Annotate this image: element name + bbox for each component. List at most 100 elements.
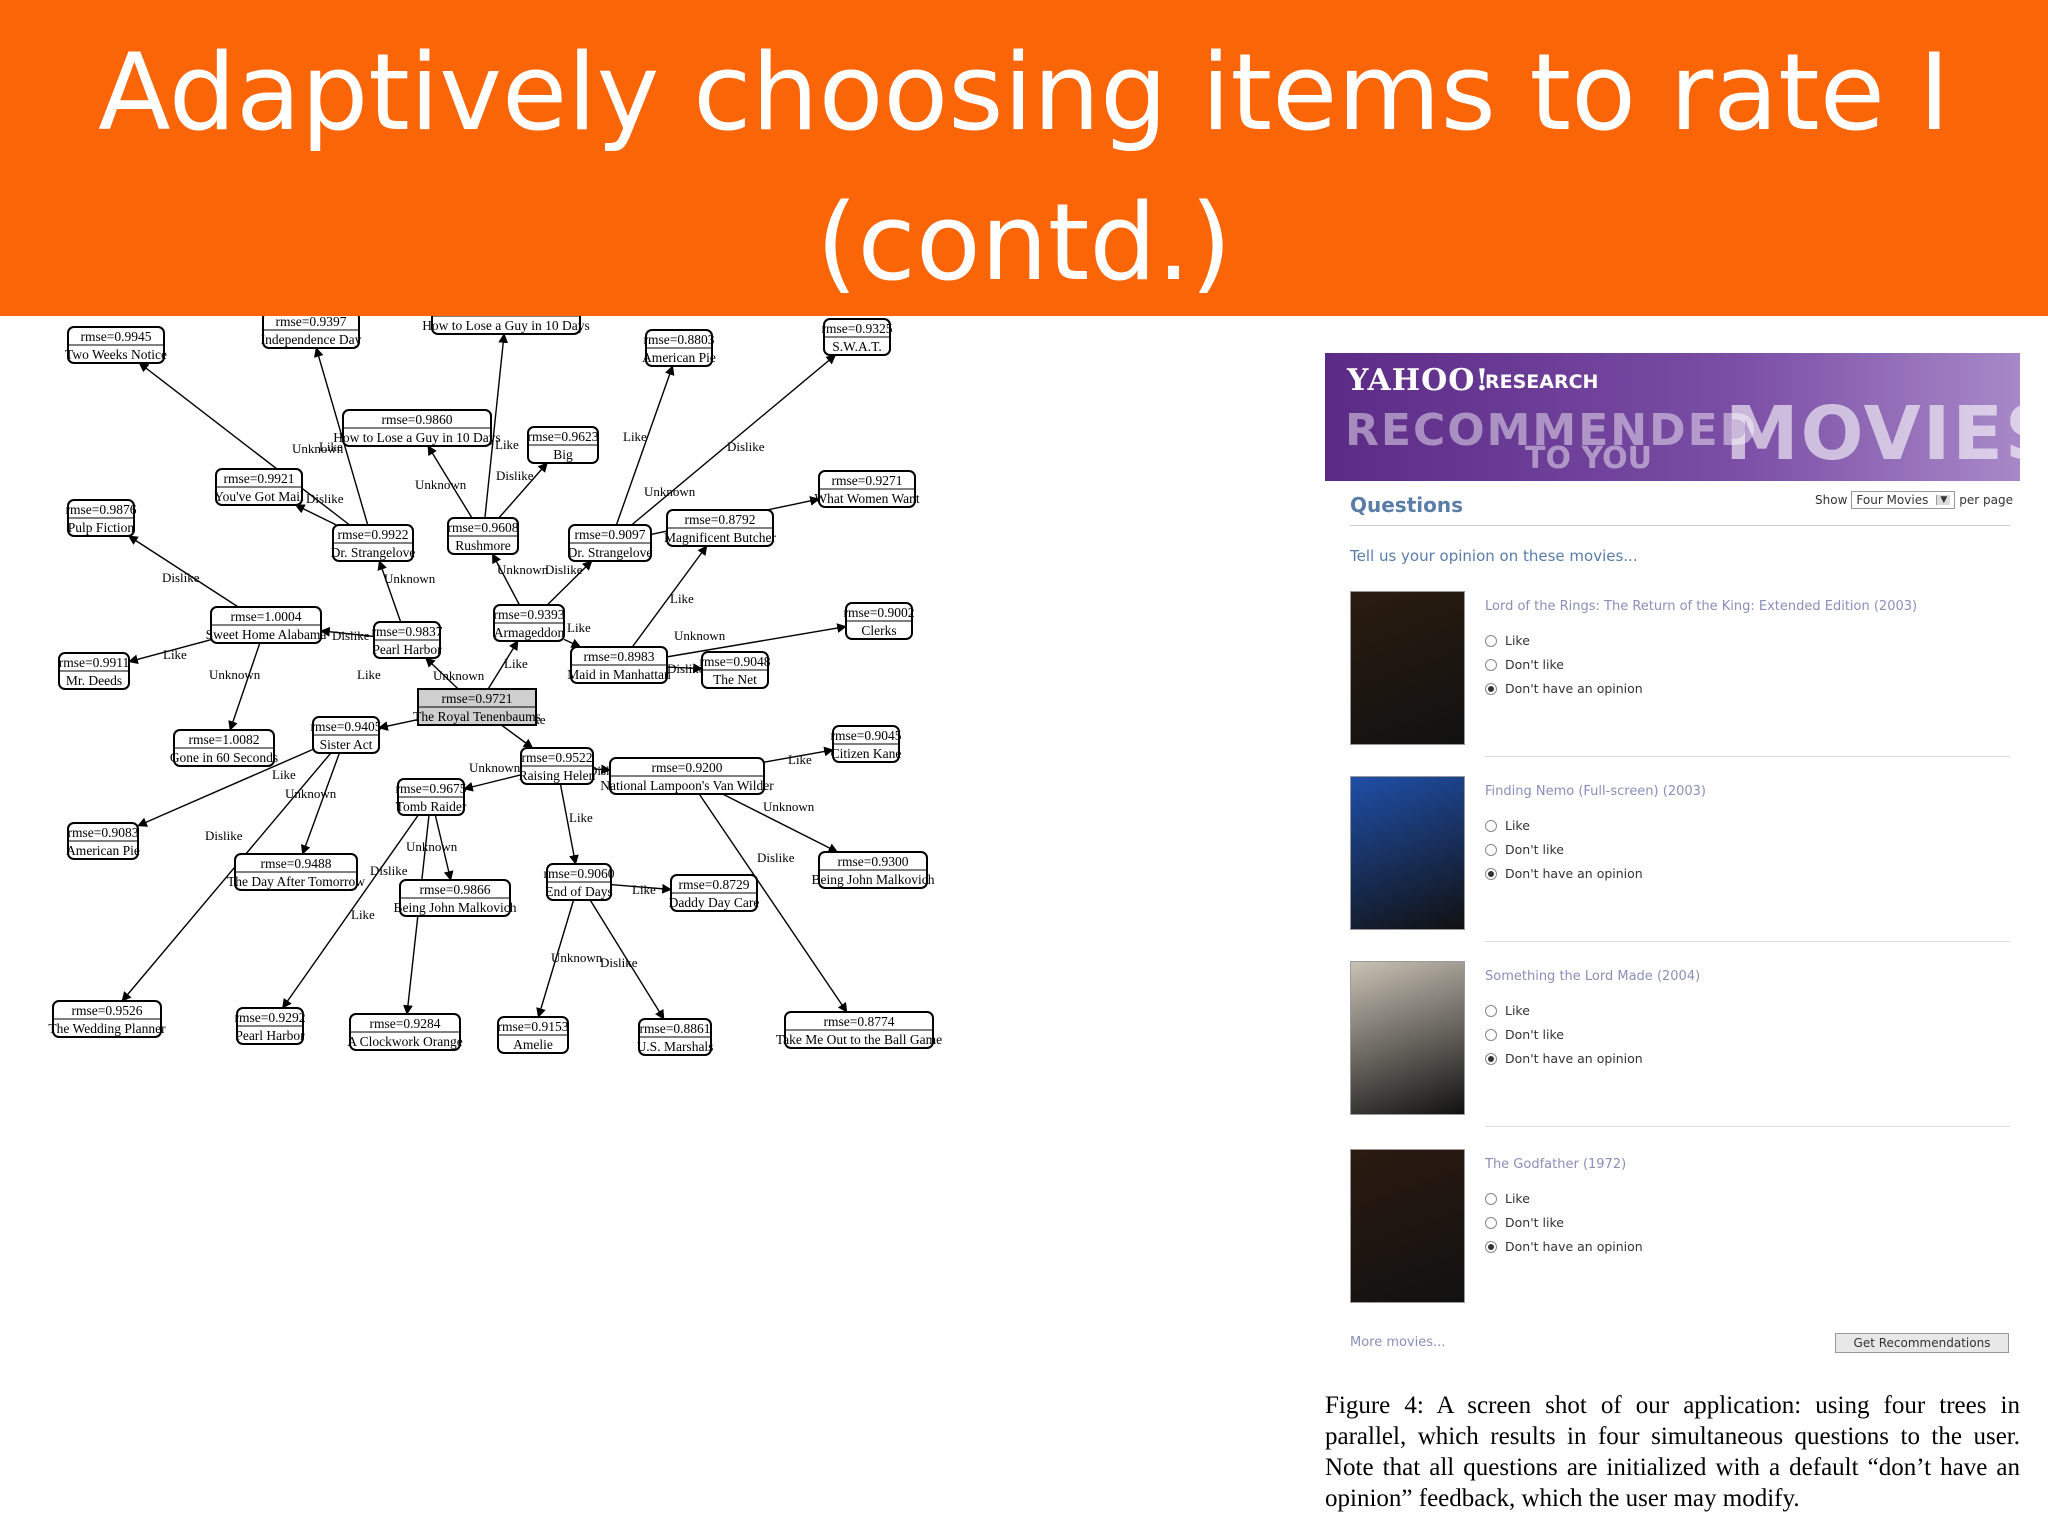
- tree-edge-label: Unknown: [292, 441, 344, 456]
- tree-node-rmse: rmse=0.9721: [442, 691, 513, 706]
- tree-edge-arrow: [491, 553, 521, 606]
- rating-option[interactable]: Don't like: [1485, 657, 1564, 672]
- radio-button[interactable]: [1485, 658, 1497, 671]
- radio-button[interactable]: [1485, 867, 1497, 880]
- tree-edge-arrow: [378, 718, 419, 731]
- tree-edge-arrow: [282, 814, 419, 1009]
- questions-heading: Questions: [1350, 493, 1464, 517]
- rating-option-label: Like: [1505, 1003, 1530, 1018]
- tree-node-movie: Gone in 60 Seconds: [170, 750, 278, 765]
- movie-poster: [1350, 591, 1465, 745]
- rating-option-label: Don't have an opinion: [1505, 866, 1643, 881]
- tree-node-movie: You've Got Mail: [214, 489, 304, 504]
- tree-edge-arrow: [763, 746, 834, 763]
- tree-edge-arrow: [631, 354, 837, 526]
- figure-caption: Figure 4: A screen shot of our applicati…: [1325, 1392, 2020, 1512]
- radio-button[interactable]: [1485, 1192, 1497, 1205]
- radio-button[interactable]: [1485, 1052, 1497, 1065]
- tree-node-rmse: rmse=0.9488: [261, 856, 332, 871]
- decision-tree-diagram: UnknownLikeLikeDislikeDislikeUnknownDisl…: [48, 316, 942, 1056]
- tree-node-rmse: rmse=0.9045: [831, 728, 902, 743]
- tree-node-movie: Take Me Out to the Ball Game: [776, 1032, 942, 1047]
- tree-node-rmse: rmse=0.9200: [652, 760, 723, 775]
- tree-node-movie: How to Lose a Guy in 10 Days: [422, 318, 590, 333]
- show-per-page-control: Show Four Movies ▼ per page: [1815, 491, 2013, 509]
- show-label: Show: [1815, 493, 1848, 507]
- tree-node-movie: Amelie: [513, 1037, 553, 1052]
- rating-option-label: Like: [1505, 818, 1530, 833]
- radio-button[interactable]: [1485, 1028, 1497, 1041]
- rating-option[interactable]: Don't like: [1485, 842, 1564, 857]
- rating-option[interactable]: Like: [1485, 1003, 1530, 1018]
- tree-edge-label: Dislike: [162, 570, 200, 585]
- tree-edge-arrow: [498, 462, 548, 519]
- rating-option[interactable]: Don't like: [1485, 1027, 1564, 1042]
- tree-edge-label: Unknown: [433, 668, 485, 683]
- tree-node-rmse: rmse=0.9002: [844, 605, 915, 620]
- rating-option[interactable]: Don't have an opinion: [1485, 681, 1643, 696]
- tree-node-movie: Clerks: [861, 623, 896, 638]
- rating-option-label: Don't like: [1505, 1215, 1564, 1230]
- radio-button[interactable]: [1485, 1216, 1497, 1229]
- more-movies-link[interactable]: More movies...: [1350, 1335, 1446, 1350]
- radio-button[interactable]: [1485, 682, 1497, 695]
- title-bar: Adaptively choosing items to rate I (con…: [0, 0, 2048, 316]
- rating-option[interactable]: Like: [1485, 818, 1530, 833]
- tree-edge-arrow: [666, 663, 703, 674]
- tree-edge-label: Dislike: [600, 955, 638, 970]
- tree-node-rmse: rmse=0.9911: [59, 655, 129, 670]
- tree-edge-arrow: [377, 560, 402, 623]
- movie-question: Lord of the Rings: The Return of the Kin…: [1350, 591, 2010, 761]
- radio-button[interactable]: [1485, 843, 1497, 856]
- tree-edge-arrow: [137, 748, 314, 827]
- rating-option[interactable]: Don't have an opinion: [1485, 1051, 1643, 1066]
- radio-button[interactable]: [1485, 634, 1497, 647]
- tree-edge-arrow: [559, 783, 579, 865]
- movies-per-page-select[interactable]: Four Movies ▼: [1851, 491, 1956, 509]
- tree-node-rmse: rmse=0.9837: [372, 624, 443, 639]
- rating-option[interactable]: Like: [1485, 1191, 1530, 1206]
- radio-button[interactable]: [1485, 1240, 1497, 1253]
- rating-option-label: Like: [1505, 1191, 1530, 1206]
- tree-edge-arrow: [425, 657, 459, 690]
- tree-node-movie: Being John Malkovich: [394, 900, 517, 915]
- tree-node-movie: S.W.A.T.: [832, 339, 882, 354]
- tree-node-rmse: rmse=0.9623: [528, 429, 599, 444]
- rating-option[interactable]: Don't have an opinion: [1485, 866, 1643, 881]
- rating-option[interactable]: Like: [1485, 633, 1530, 648]
- tree-node-movie: The Royal Tenenbaums: [413, 709, 541, 724]
- radio-button[interactable]: [1485, 819, 1497, 832]
- tree-edge-arrow: [228, 642, 261, 731]
- tree-edge-label: Unknown: [497, 562, 549, 577]
- tree-node-rmse: rmse=0.9083: [68, 825, 139, 840]
- tree-node-rmse: rmse=0.9284: [370, 1016, 441, 1031]
- tree-node-rmse: rmse=0.9945: [81, 329, 152, 344]
- tree-edge-arrow: [427, 445, 473, 519]
- tree-edge-arrow: [563, 638, 582, 648]
- get-recommendations-button[interactable]: Get Recommendations: [1835, 1333, 2009, 1353]
- rating-option[interactable]: Don't have an opinion: [1485, 1239, 1643, 1254]
- tree-node-rmse: rmse=1.0082: [189, 732, 260, 747]
- tree-node-movie: Independence Day: [261, 332, 362, 347]
- rating-option[interactable]: Don't like: [1485, 1215, 1564, 1230]
- tree-node-movie: Dr. Strangelove: [568, 545, 653, 560]
- tree-node-rmse: rmse=0.9876: [66, 502, 137, 517]
- tree-node-rmse: rmse=0.9608: [448, 520, 519, 535]
- tree-edge-label: Unknown: [469, 760, 521, 775]
- banner-word-recommended: RECOMMENDED: [1345, 405, 1759, 456]
- tree-edge-label: Unknown: [209, 667, 261, 682]
- tree-edge-arrow: [121, 752, 332, 1002]
- tree-edge-label: Unknown: [674, 628, 726, 643]
- radio-button[interactable]: [1485, 1004, 1497, 1017]
- tree-edge-arrow: [294, 504, 337, 526]
